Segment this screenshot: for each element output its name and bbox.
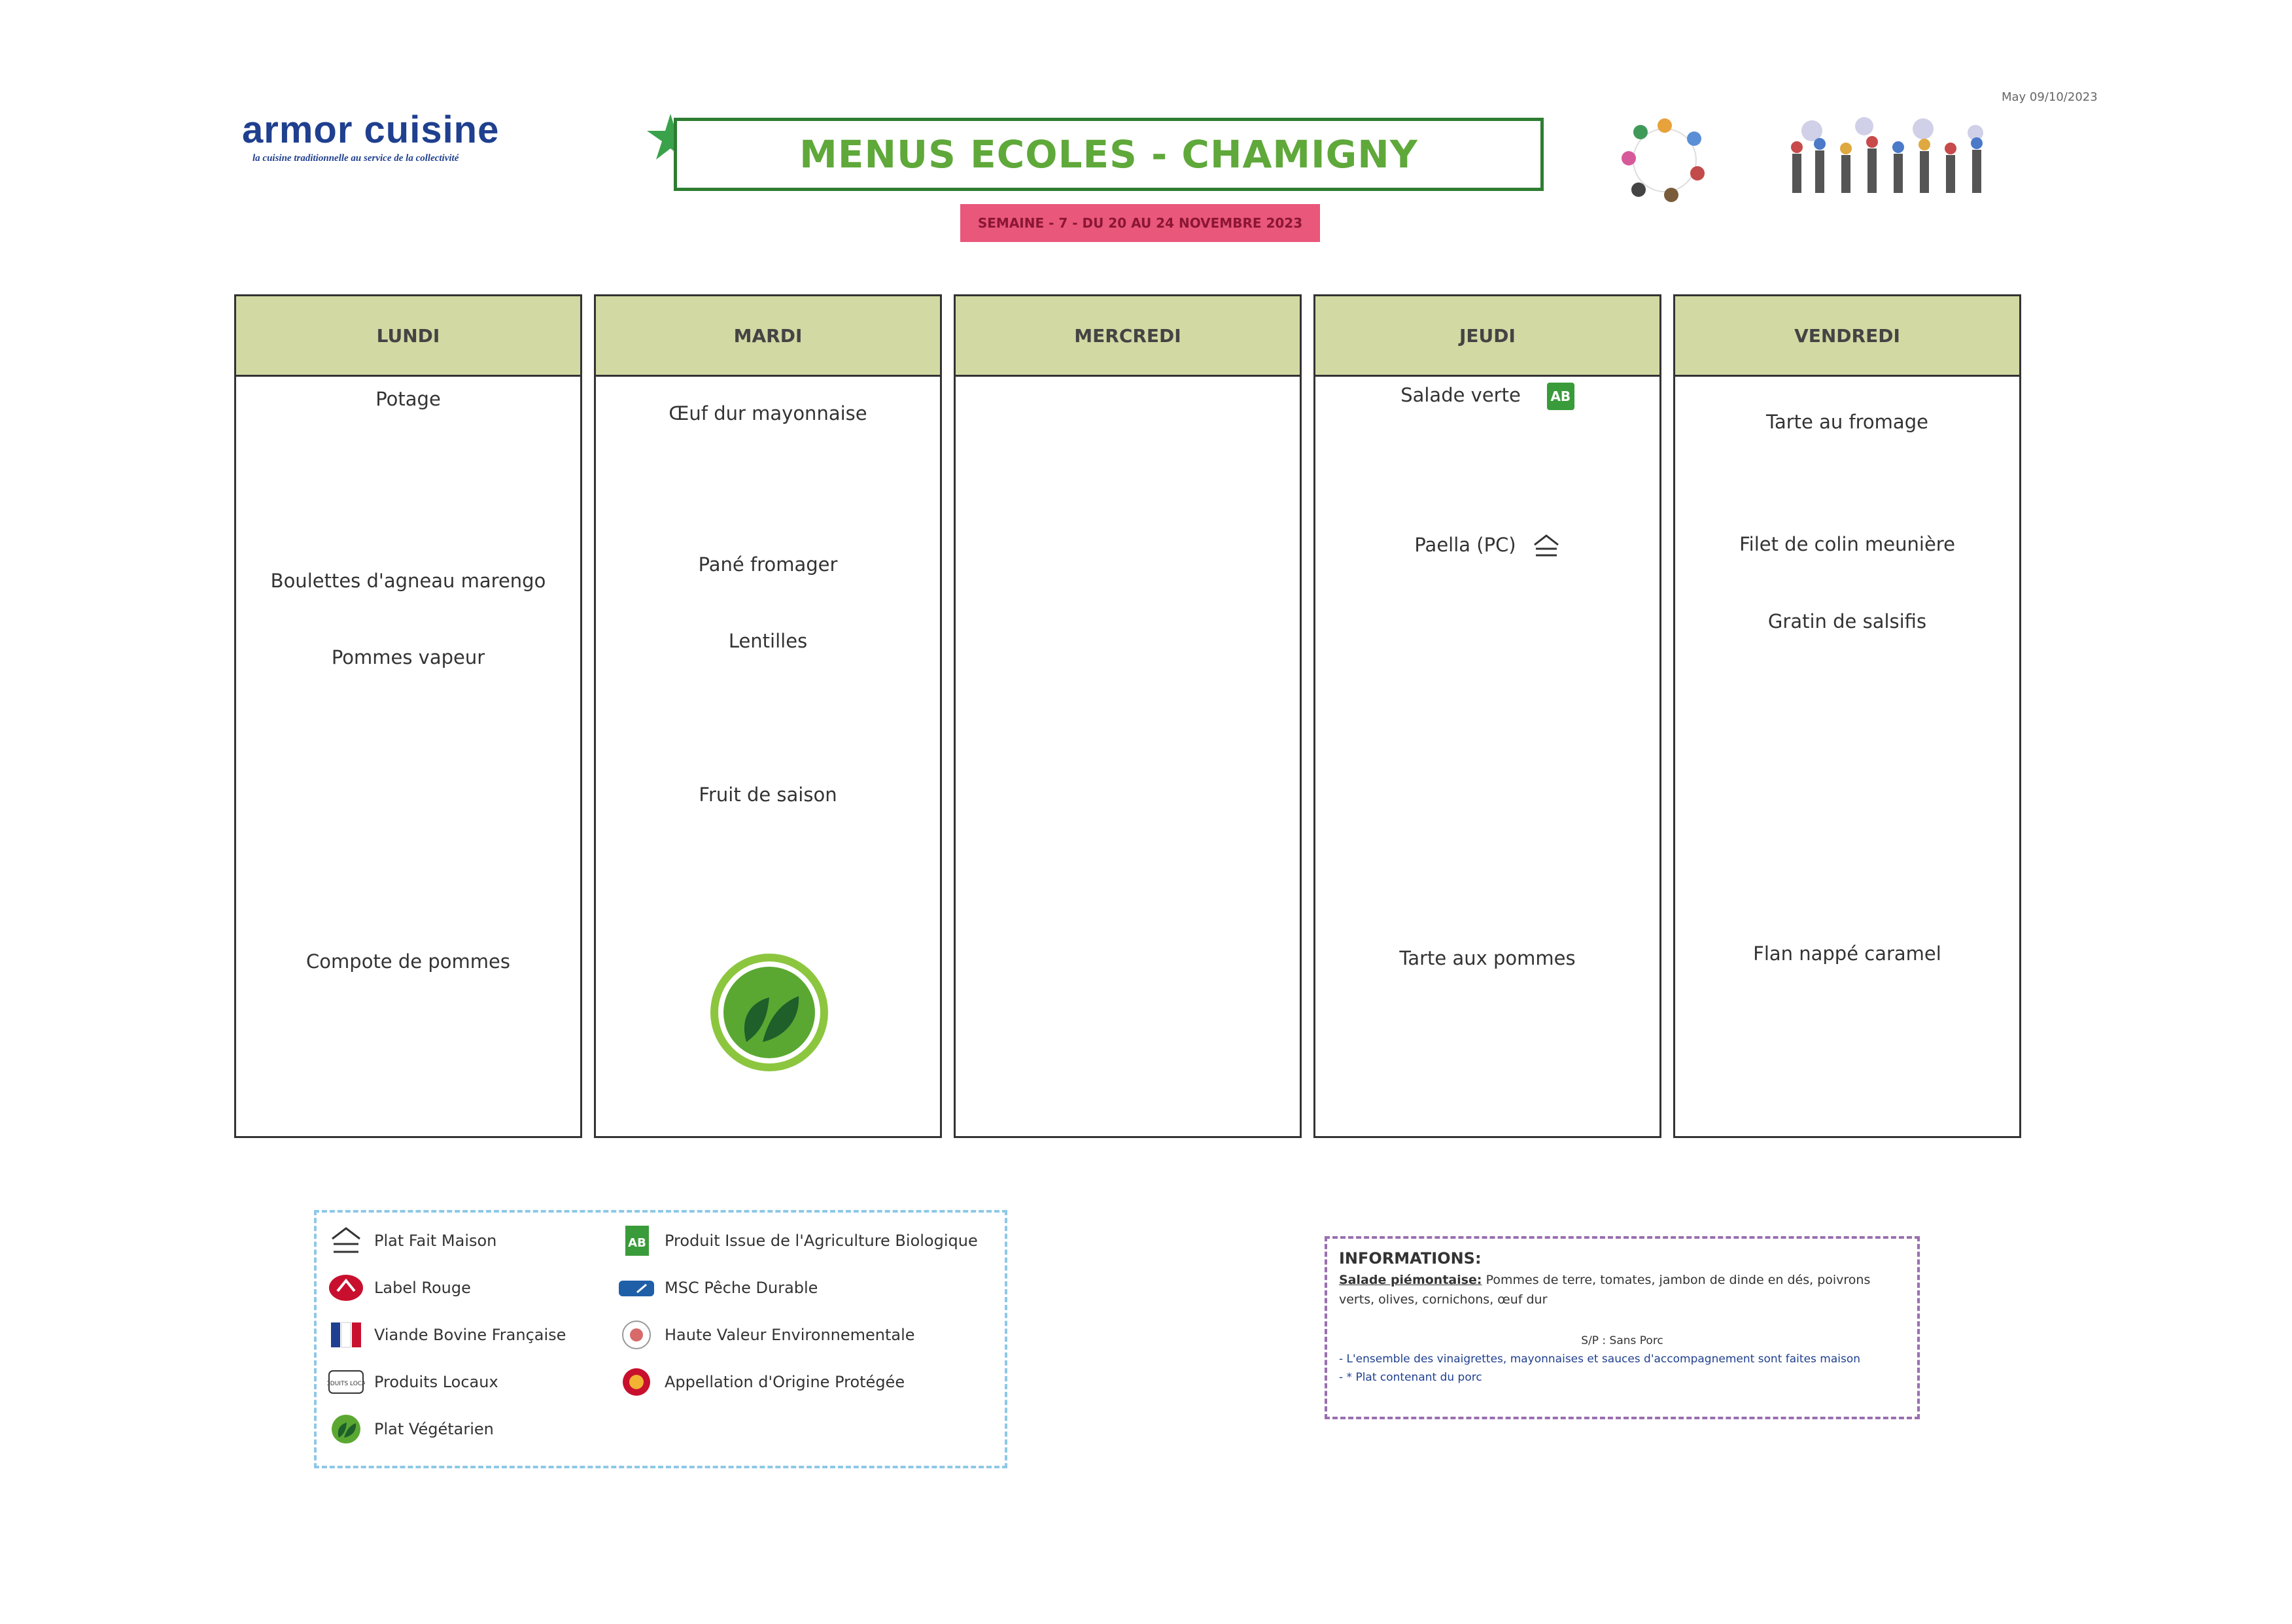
dish-row: Salade verte AB	[1315, 383, 1659, 410]
dish: Pané fromager	[698, 553, 838, 576]
house-icon	[332, 1227, 360, 1253]
dish: Potage	[375, 388, 441, 410]
children-group-illustration	[1791, 117, 1983, 193]
vbf-icon	[331, 1322, 361, 1348]
dish: Pommes vapeur	[331, 646, 485, 668]
dish: Flan nappé caramel	[1753, 942, 1941, 965]
info-salad: Salade piémontaise: Pommes de terre, tom…	[1339, 1270, 1905, 1309]
date-stamp: May 09/10/2023	[2002, 90, 2098, 104]
legend-box: Plat Fait Maison Label Rouge Viande Bovi…	[314, 1210, 1007, 1468]
dish: Paella (PC)	[1414, 534, 1516, 556]
dish: Compote de pommes	[306, 950, 510, 973]
dish: Tarte au fromage	[1766, 411, 1928, 433]
day-column-vendredi: VENDREDI Tarte au fromage Filet de colin…	[1673, 294, 2021, 1138]
legend-label: Appellation d'Origine Protégée	[665, 1373, 905, 1391]
week-label: SEMAINE - 7 - DU 20 AU 24 NOVEMBRE 2023	[977, 215, 1303, 231]
day-header: LUNDI	[236, 296, 580, 377]
day-header: MERCREDI	[956, 296, 1300, 377]
brand-tagline: la cuisine traditionnelle au service de …	[252, 153, 459, 164]
day-column-mercredi: MERCREDI	[954, 294, 1302, 1138]
house-icon	[1533, 534, 1559, 557]
legend-label: Produit Issue de l'Agriculture Biologiqu…	[665, 1232, 978, 1250]
brand-logo-name: armor cuisine	[242, 109, 500, 151]
svg-text:AB: AB	[628, 1236, 646, 1250]
day-name: VENDREDI	[1794, 324, 1900, 347]
info-note: - L'ensemble des vinaigrettes, mayonnais…	[1339, 1353, 1861, 1366]
label-rouge-icon	[329, 1275, 363, 1301]
day-header: VENDREDI	[1675, 296, 2019, 377]
ab-bio-icon: AB	[625, 1226, 649, 1256]
star-icon	[647, 114, 694, 160]
dish: Gratin de salsifis	[1767, 610, 1927, 632]
legend-item: Label Rouge	[327, 1271, 471, 1304]
legend-item: MSC Pêche Durable	[617, 1271, 818, 1304]
day-header: MARDI	[596, 296, 940, 377]
legend-item: Appellation d'Origine Protégée	[617, 1366, 905, 1398]
legend-item: PRODUITS LOCAUX Produits Locaux	[327, 1366, 498, 1398]
legend-label: Haute Valeur Environnementale	[665, 1326, 915, 1344]
legend-label: Label Rouge	[374, 1279, 471, 1297]
msc-icon	[619, 1281, 654, 1296]
legend-item: Viande Bovine Française	[327, 1319, 566, 1351]
day-column-mardi: MARDI Œuf dur mayonnaise Pané fromager L…	[594, 294, 942, 1138]
legend-item: Haute Valeur Environnementale	[617, 1319, 915, 1351]
legend-label: Produits Locaux	[374, 1373, 498, 1391]
vegetarian-leaf-icon	[332, 1415, 360, 1443]
day-name: JEUDI	[1459, 324, 1516, 347]
dish-row: Paella (PC)	[1315, 533, 1659, 559]
day-header: JEUDI	[1315, 296, 1659, 377]
dish: Salade verte	[1400, 384, 1521, 406]
aop-icon	[623, 1368, 650, 1396]
ab-bio-icon: AB	[1546, 383, 1574, 410]
day-name: LUNDI	[376, 324, 440, 347]
dish: Tarte aux pommes	[1399, 947, 1576, 969]
day-column-lundi: LUNDI Potage Boulettes d'agneau marengo …	[234, 294, 582, 1138]
hve-icon	[622, 1321, 651, 1349]
legend-item: AB Produit Issue de l'Agriculture Biolog…	[617, 1224, 978, 1257]
produits-locaux-icon: PRODUITS LOCAUX	[327, 1370, 365, 1394]
legend-label: MSC Pêche Durable	[665, 1279, 818, 1297]
info-note: - * Plat contenant du porc	[1339, 1371, 1482, 1384]
page-title: MENUS ECOLES - CHAMIGNY	[799, 132, 1418, 177]
legend-item: Plat Fait Maison	[327, 1224, 496, 1257]
children-circle-illustration	[1622, 118, 1705, 202]
vegetarian-leaf-icon	[710, 954, 828, 1071]
legend-label: Plat Fait Maison	[374, 1232, 497, 1250]
day-column-jeudi: JEUDI Salade verte AB Paella (PC) Tarte a…	[1313, 294, 1661, 1138]
day-name: MERCREDI	[1074, 324, 1181, 347]
legend-label: Viande Bovine Française	[374, 1326, 566, 1344]
info-title: INFORMATIONS:	[1339, 1249, 1482, 1268]
week-banner: SEMAINE - 7 - DU 20 AU 24 NOVEMBRE 2023	[960, 204, 1320, 242]
dish: Filet de colin meunière	[1739, 533, 1955, 555]
dish: Lentilles	[728, 630, 808, 652]
day-name: MARDI	[733, 324, 803, 347]
legend-label: Plat Végétarien	[374, 1420, 494, 1438]
info-salad-text: Pommes de terre, tomates, jambon de dind…	[1339, 1273, 1871, 1307]
info-sp: S/P : Sans Porc	[1581, 1334, 1663, 1347]
information-box: INFORMATIONS: Salade piémontaise: Pommes…	[1325, 1236, 1920, 1419]
info-salad-key: Salade piémontaise:	[1339, 1273, 1482, 1287]
svg-text:PRODUITS LOCAUX: PRODUITS LOCAUX	[327, 1381, 365, 1387]
dish: Boulettes d'agneau marengo	[270, 570, 546, 592]
dish: Œuf dur mayonnaise	[668, 402, 867, 424]
legend-item: Plat Végétarien	[327, 1413, 494, 1445]
page-title-box: MENUS ECOLES - CHAMIGNY	[674, 118, 1544, 191]
dish: Fruit de saison	[699, 784, 837, 806]
